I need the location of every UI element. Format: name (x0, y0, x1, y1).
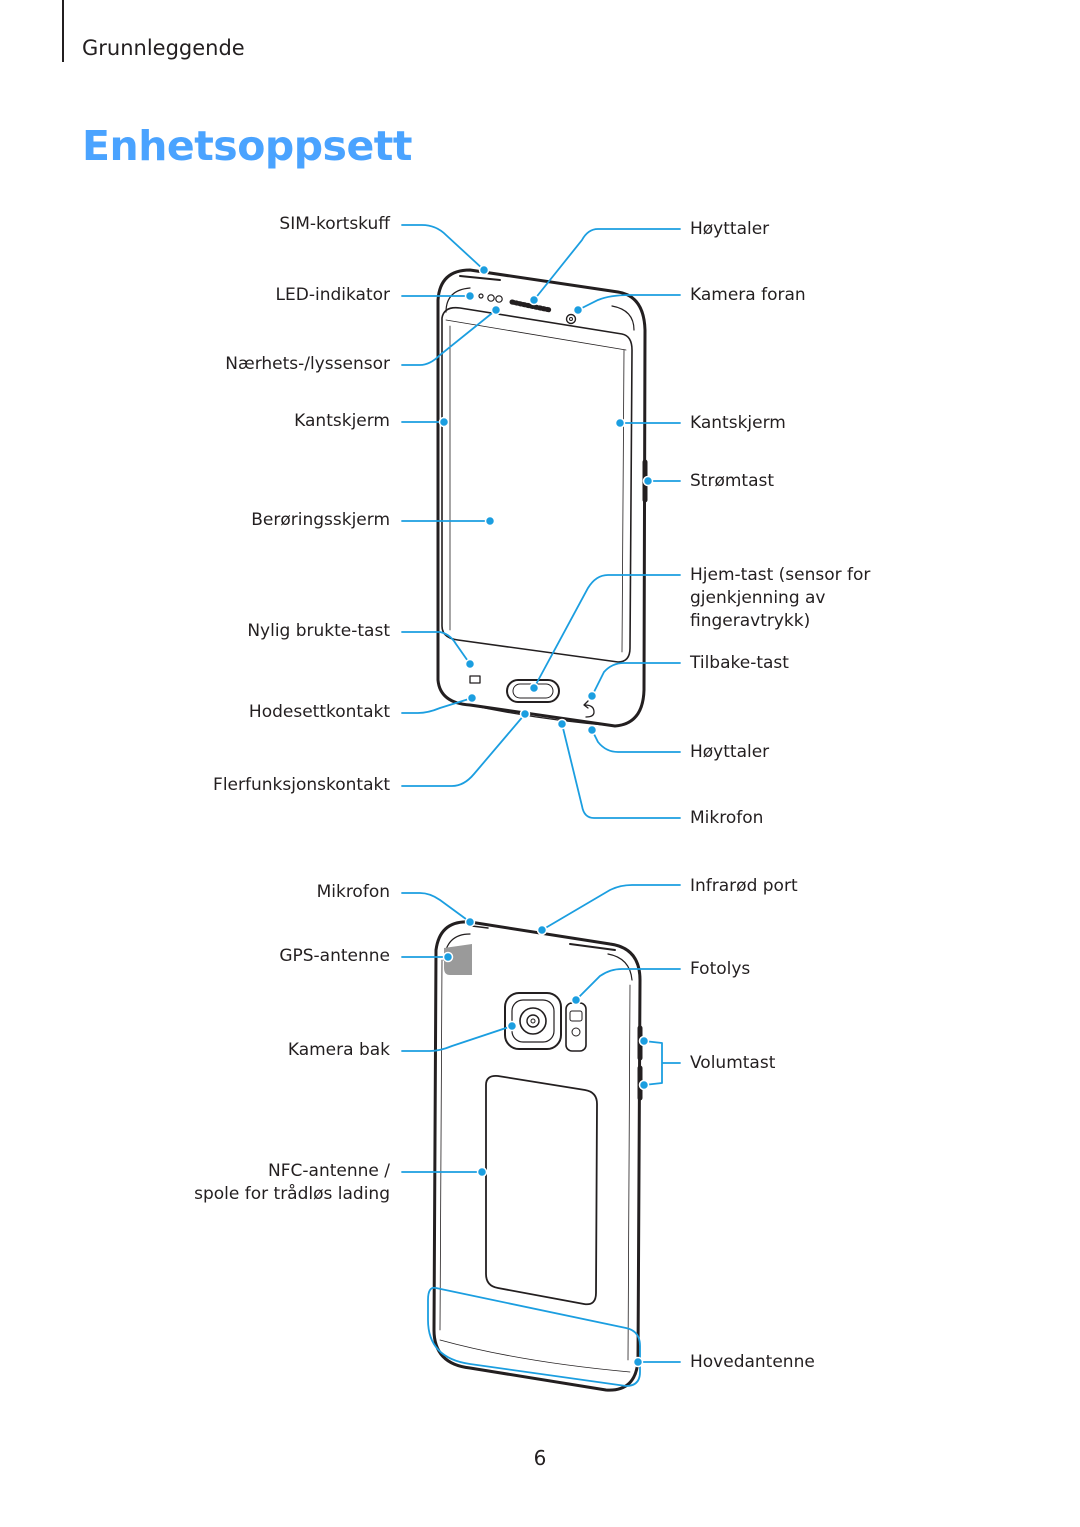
gps-antenna-patch (444, 944, 472, 975)
label-sim-tray: SIM-kortskuff (279, 214, 390, 234)
label-power-key: Strømtast (690, 471, 775, 491)
label-recent-apps-key: Nylig brukte-tast (247, 621, 390, 641)
label-headset-jack: Hodesettkontakt (248, 702, 390, 722)
label-back-key: Tilbake-tast (690, 653, 789, 673)
margin-rule (62, 0, 64, 62)
label-volume-key: Volumtast (690, 1053, 776, 1073)
front-phone-illustration (436, 268, 648, 728)
label-edge-screen-left: Kantskjerm (294, 411, 390, 431)
back-phone-illustration (432, 920, 643, 1392)
label-edge-screen-right: Kantskjerm (690, 413, 786, 433)
label-home-key-line-1: Hjem-tast (sensor for (690, 565, 871, 585)
callout-lines (401, 224, 681, 1387)
page-number: 6 (533, 1446, 547, 1470)
label-nfc-antenna-line-2: spole for trådløs lading (194, 1184, 390, 1204)
label-rear-camera: Kamera bak (287, 1040, 390, 1060)
label-home-key-line-3: fingeravtrykk) (690, 611, 811, 631)
label-flash: Fotolys (690, 959, 751, 979)
label-microphone-bottom: Mikrofon (690, 808, 764, 828)
label-touchscreen: Berøringsskjerm (251, 510, 390, 530)
callout-dots (438, 264, 654, 1368)
label-proximity-sensor: Nærhets-/lyssensor (225, 354, 390, 374)
label-main-antenna: Hovedantenne (690, 1352, 815, 1372)
label-home-key-line-2: gjenkjenning av (690, 588, 826, 608)
label-led-indicator: LED-indikator (275, 285, 390, 305)
label-gps-antenna: GPS-antenne (279, 946, 390, 966)
label-multipurpose-jack: Flerfunksjonskontakt (213, 775, 390, 795)
label-front-camera: Kamera foran (690, 285, 806, 305)
label-ir-port: Infrarød port (690, 876, 798, 896)
label-nfc-antenna-line-1: NFC-antenne / (268, 1161, 390, 1181)
section-header: Grunnleggende (82, 36, 245, 60)
label-home-key: Hjem-tast (sensor for gjenkjenning av fi… (690, 564, 870, 633)
label-speaker: Høyttaler (690, 742, 770, 762)
label-nfc-antenna: NFC-antenne / spole for trådløs lading (194, 1160, 390, 1206)
page-title: Enhetsoppsett (82, 122, 412, 170)
label-microphone-top: Mikrofon (316, 882, 390, 902)
label-earpiece: Høyttaler (690, 219, 770, 239)
